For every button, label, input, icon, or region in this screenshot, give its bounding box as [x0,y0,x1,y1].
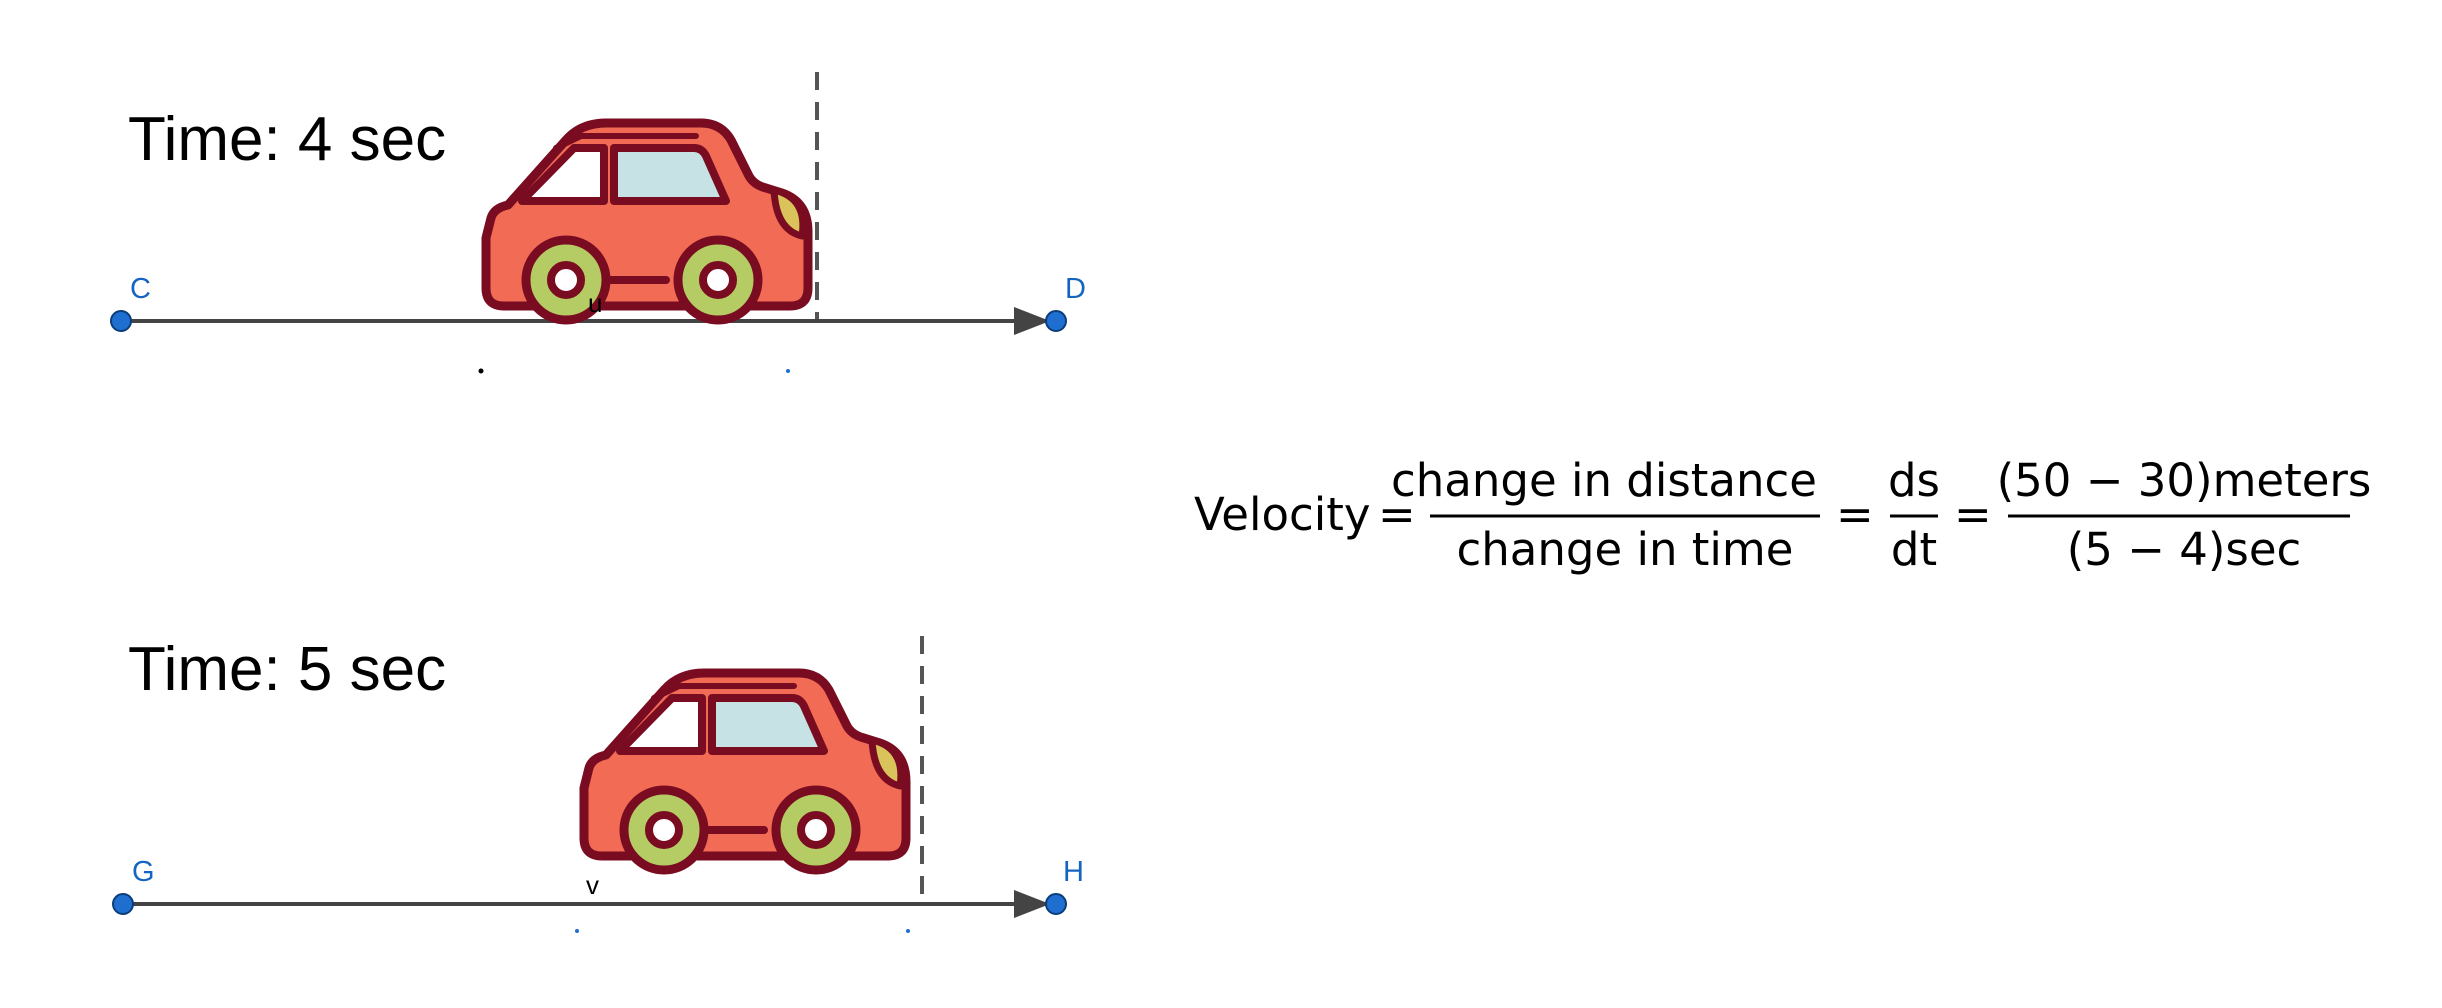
panel-time-4: Time: 4 sec u C D [110,72,1086,374]
car-icon-1 [486,123,808,320]
panel-time-5: Time: 5 sec v G H [112,635,1084,933]
marker-dot-1b [786,369,790,373]
fraction-3-numerator: (50 − 30)meters [1997,454,2372,507]
velocity-formula: Velocity = change in distance change in … [1194,454,2371,576]
point-label-d: D [1065,273,1086,305]
point-label-g: G [132,856,155,888]
vector-label-v: v [586,870,599,900]
fraction-3-denominator: (5 − 4)sec [2067,523,2302,576]
point-h[interactable] [1045,893,1067,915]
marker-dot-2b [906,929,910,933]
vector-label-u: u [588,288,602,318]
marker-dot-2a [575,929,579,933]
point-label-c: C [130,273,151,305]
point-g[interactable] [112,893,134,915]
formula-equals-2: = [1836,488,1874,541]
car-icon-2 [584,673,906,870]
fraction-2-numerator: ds [1888,454,1940,507]
point-d[interactable] [1045,310,1067,332]
time-label-2: Time: 5 sec [128,635,446,704]
formula-lhs: Velocity [1194,488,1371,541]
fraction-2-denominator: dt [1891,523,1937,576]
fraction-1-denominator: change in time [1457,523,1794,576]
formula-equals-1: = [1378,488,1416,541]
marker-dot-1a [478,368,484,374]
time-label-1: Time: 4 sec [128,105,446,174]
formula-equals-3: = [1954,488,1992,541]
point-label-h: H [1063,856,1084,888]
fraction-1-numerator: change in distance [1391,454,1817,507]
point-c[interactable] [110,310,132,332]
